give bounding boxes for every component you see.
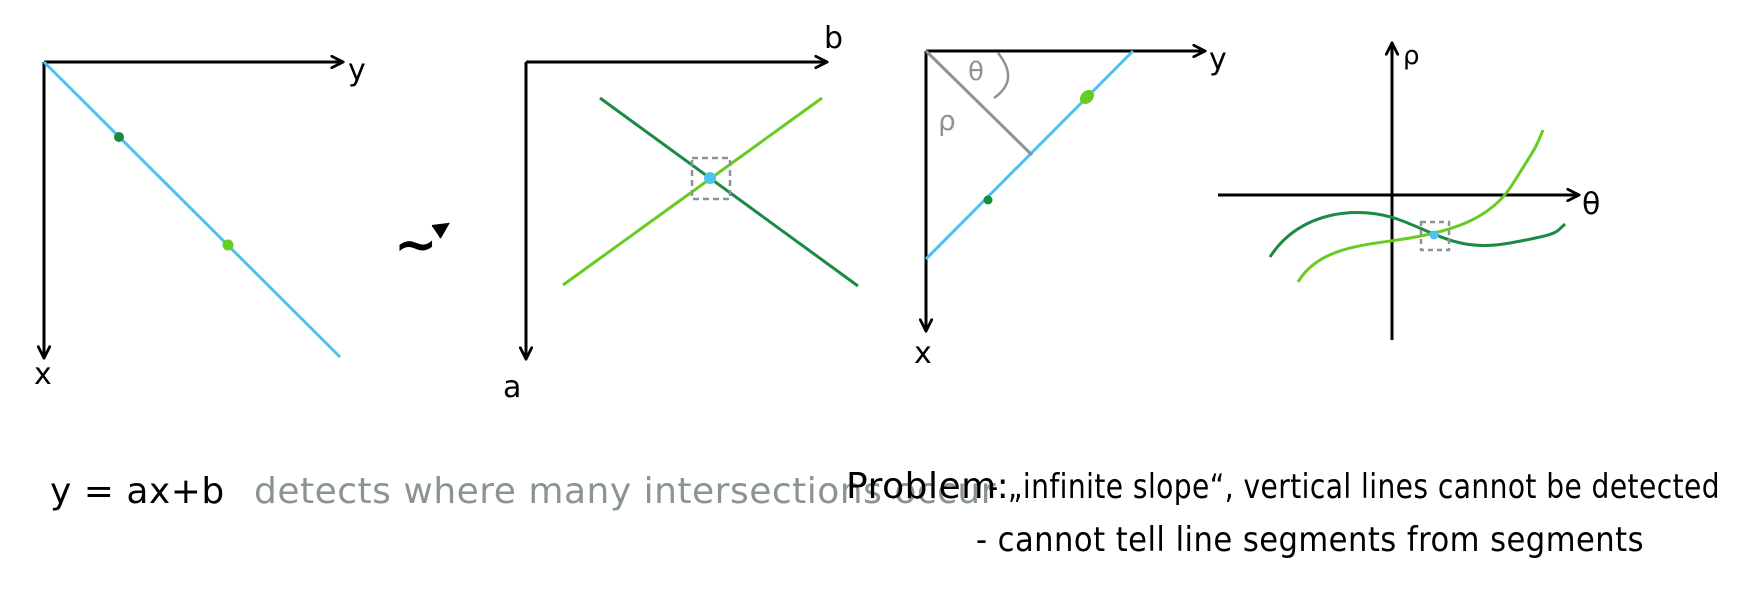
problem-item-1: - „infinite slope“, vertical lines canno… <box>988 467 1720 507</box>
theta-arc <box>993 52 1010 100</box>
polar-image-space-panel: θ ρ y x <box>914 42 1227 371</box>
accumulator-peak-box <box>1419 220 1451 252</box>
theta-axis-label: θ <box>1582 187 1600 222</box>
line-equation: y = ax+b <box>50 471 225 512</box>
x-axis-label: x <box>34 357 52 392</box>
detected-line <box>42 60 342 359</box>
hough-note: detects where many intersections occur <box>254 471 996 512</box>
hough-space-panel: ρ θ <box>1218 41 1600 340</box>
sinusoid-dark-green <box>1268 210 1567 258</box>
parameter-space-ab-panel: b a <box>503 21 859 405</box>
point-dark-green-3 <box>983 195 993 205</box>
x-axis-label-3: x <box>914 336 932 371</box>
y-axis-label: y <box>348 53 366 88</box>
normal-rho <box>924 49 1034 157</box>
image-space-panel: y x <box>34 53 366 392</box>
sinusoid-light-green <box>1296 129 1545 283</box>
detected-line-3 <box>924 49 1135 261</box>
point-light-green-3 <box>1079 89 1095 105</box>
theta-label: θ <box>968 57 984 87</box>
a-axis-label: a <box>503 370 521 405</box>
y-axis-label-3: y <box>1209 42 1227 77</box>
transform-arrow-head <box>431 222 450 239</box>
rho-axis-label: ρ <box>1403 41 1420 71</box>
point-dark-green <box>114 132 124 142</box>
point-light-green <box>222 239 234 251</box>
rho-label: ρ <box>938 104 956 137</box>
b-axis-label: b <box>824 21 843 56</box>
accumulator-peak <box>1429 230 1439 240</box>
transform-symbol: ~ <box>394 215 438 275</box>
problem-item-2: - cannot tell line segments from segment… <box>976 520 1644 560</box>
problem-label: Problem: <box>846 466 1009 507</box>
intersection-point <box>704 172 716 184</box>
